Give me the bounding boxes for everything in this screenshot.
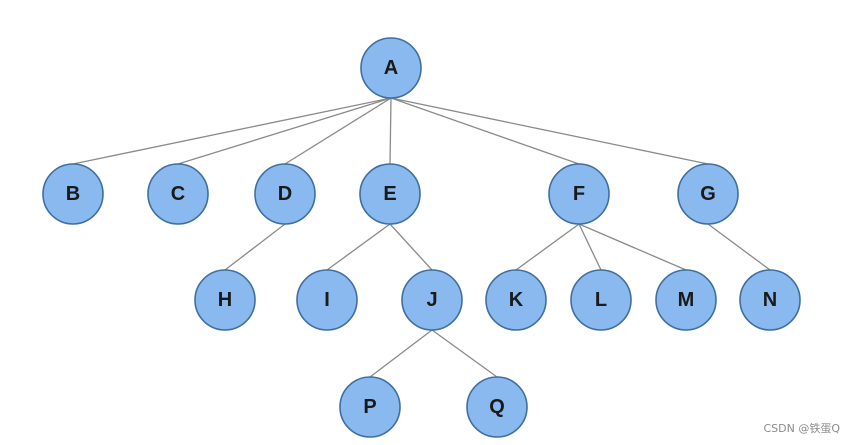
node-label: C [171, 183, 185, 205]
node-label: P [363, 396, 376, 418]
node-p: P [339, 376, 401, 438]
node-label: B [66, 183, 80, 205]
node-circle [548, 163, 610, 225]
edge-f-k [515, 223, 580, 271]
edge-a-e [389, 97, 392, 165]
node-a: A [360, 37, 422, 99]
node-n: N [739, 269, 801, 331]
edge-d-h [224, 223, 286, 271]
node-label: K [509, 289, 524, 311]
edge-a-b [72, 97, 392, 165]
node-circle [466, 376, 528, 438]
node-circle [254, 163, 316, 225]
node-label: N [763, 289, 777, 311]
edge-e-i [326, 223, 391, 271]
node-circle [401, 269, 463, 331]
node-k: K [485, 269, 547, 331]
node-circle [359, 163, 421, 225]
node-i: I [296, 269, 358, 331]
edge-a-g [390, 97, 709, 165]
node-l: L [570, 269, 632, 331]
node-circle [677, 163, 739, 225]
node-circle [339, 376, 401, 438]
edge-a-f [390, 97, 580, 165]
nodes-layer: A B C D E F G H I J K L M N P Q [42, 37, 801, 438]
node-q: Q [466, 376, 528, 438]
edge-a-d [284, 97, 392, 165]
node-label: E [383, 183, 396, 205]
node-label: I [324, 289, 330, 311]
node-circle [147, 163, 209, 225]
node-label: J [426, 289, 437, 311]
edge-f-l [578, 223, 602, 271]
node-label: H [218, 289, 232, 311]
node-c: C [147, 163, 209, 225]
node-label: G [700, 183, 716, 205]
node-label: D [278, 183, 292, 205]
node-label: F [573, 183, 585, 205]
watermark-text: CSDN @铁蛋Q [763, 422, 840, 435]
edge-f-m [578, 223, 687, 271]
node-label: A [384, 57, 398, 79]
node-circle [296, 269, 358, 331]
node-e: E [359, 163, 421, 225]
edges-layer [72, 97, 771, 378]
node-circle [194, 269, 256, 331]
node-b: B [42, 163, 104, 225]
node-g: G [677, 163, 739, 225]
node-d: D [254, 163, 316, 225]
node-circle [360, 37, 422, 99]
node-circle [655, 269, 717, 331]
edge-j-p [369, 329, 433, 378]
node-label: Q [489, 396, 505, 418]
edge-e-j [389, 223, 433, 271]
edge-j-q [431, 329, 498, 378]
node-label: M [678, 289, 695, 311]
node-f: F [548, 163, 610, 225]
edge-g-n [707, 223, 771, 271]
node-circle [739, 269, 801, 331]
node-circle [485, 269, 547, 331]
node-circle [570, 269, 632, 331]
node-m: M [655, 269, 717, 331]
node-circle [42, 163, 104, 225]
node-h: H [194, 269, 256, 331]
node-label: L [595, 289, 607, 311]
node-j: J [401, 269, 463, 331]
edge-a-c [177, 97, 392, 165]
